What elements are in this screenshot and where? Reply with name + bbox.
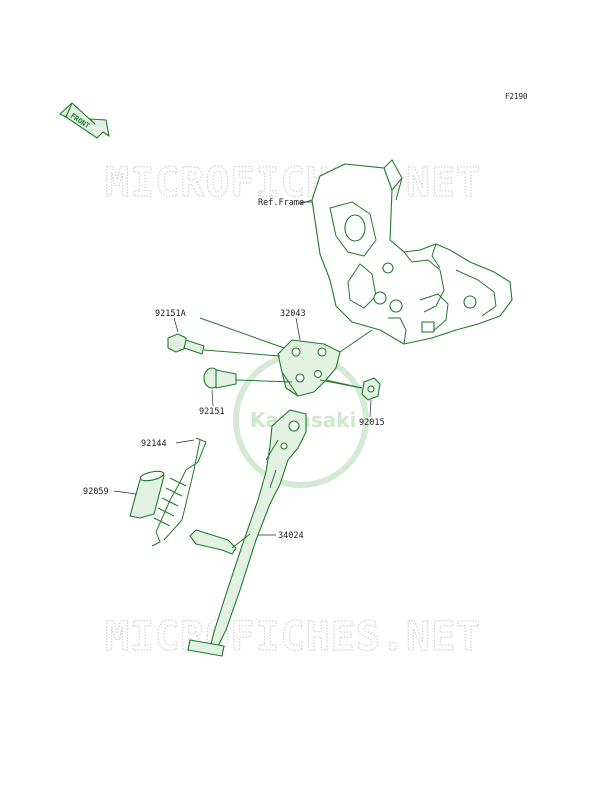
watermark-bottom: MICROFICHES.NET xyxy=(105,614,481,660)
label-part-34024: 34024 xyxy=(278,531,304,541)
label-part-92151: 92151 xyxy=(199,407,225,417)
watermark-top: MICROFICHES.NET xyxy=(105,160,481,206)
diagram-code: F2190 xyxy=(505,92,528,101)
frame-part xyxy=(299,159,513,345)
label-part-92144: 92144 xyxy=(141,439,167,449)
label-part-92059: 92059 xyxy=(83,487,109,497)
spring-92144-part xyxy=(151,437,207,547)
bolt-92151-part xyxy=(203,367,293,389)
bolt-92151a-part xyxy=(167,317,285,357)
label-part-92015: 92015 xyxy=(359,418,385,428)
stand-pin-part xyxy=(189,529,251,555)
side-stand-part xyxy=(187,409,307,657)
label-part-92151a: 92151A xyxy=(155,309,186,319)
label-ref-frame: Ref.Frame xyxy=(258,198,304,208)
label-part-32043: 32043 xyxy=(280,309,306,319)
front-arrow-icon: FRONT xyxy=(59,102,110,139)
collar-92059-part xyxy=(129,470,165,519)
bracket-part xyxy=(277,339,341,397)
nut-92015-part xyxy=(319,377,381,401)
